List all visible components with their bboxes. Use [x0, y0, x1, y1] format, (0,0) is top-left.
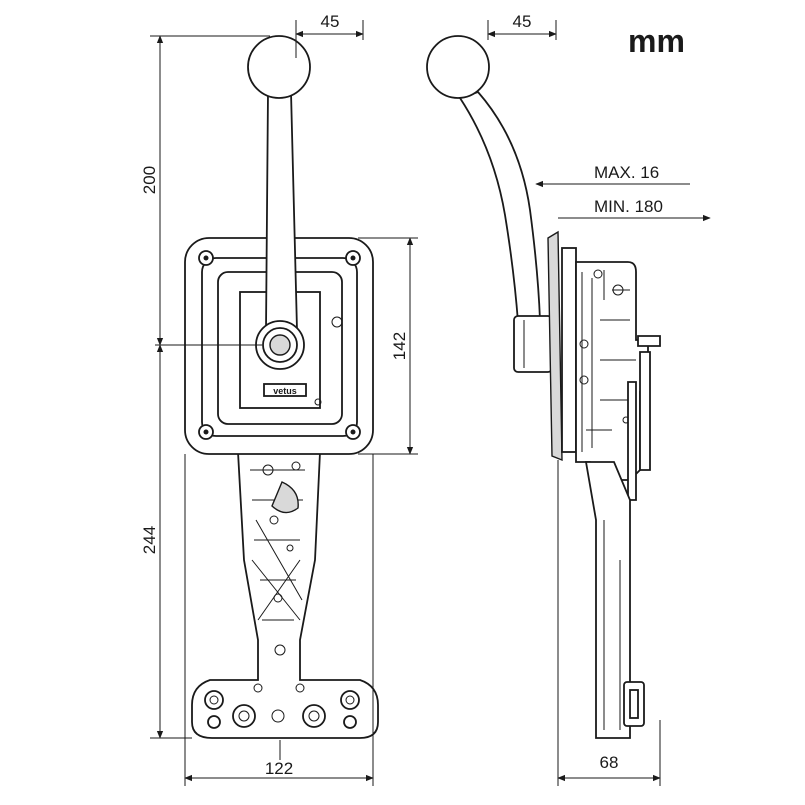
front-dim-45: 45: [321, 12, 340, 31]
front-dim-122: 122: [265, 759, 293, 778]
front-mounting-arm: [191, 451, 379, 739]
front-lever-shaft: [265, 91, 298, 331]
side-housing: [575, 261, 649, 481]
side-lower-arm: [584, 461, 631, 739]
front-dimensions: 45 200 244 142 122: [140, 12, 418, 786]
front-dim-244: 244: [140, 526, 159, 554]
side-mounting-plate: [547, 230, 563, 462]
side-lever-hub: [513, 315, 553, 373]
side-view: [426, 35, 661, 739]
brand-plate-text: vetus: [273, 386, 297, 396]
front-dim-142: 142: [390, 332, 409, 360]
side-dim-68: 68: [600, 753, 619, 772]
front-dim-200: 200: [140, 166, 159, 194]
front-base-holes: [204, 683, 360, 729]
side-dim-max16: MAX. 16: [594, 163, 659, 182]
side-dimensions: 45 MAX. 16 MIN. 180 68: [487, 12, 711, 786]
side-lever-knob: [426, 35, 490, 99]
side-dim-45: 45: [513, 12, 532, 31]
unit-label: mm: [628, 23, 685, 59]
side-dim-min180: MIN. 180: [594, 197, 663, 216]
side-lever: [458, 90, 541, 323]
front-view: vetus: [155, 35, 379, 739]
front-lever-knob: [247, 35, 311, 99]
brand-plate: [263, 383, 307, 397]
front-corner-screws: [198, 250, 361, 440]
